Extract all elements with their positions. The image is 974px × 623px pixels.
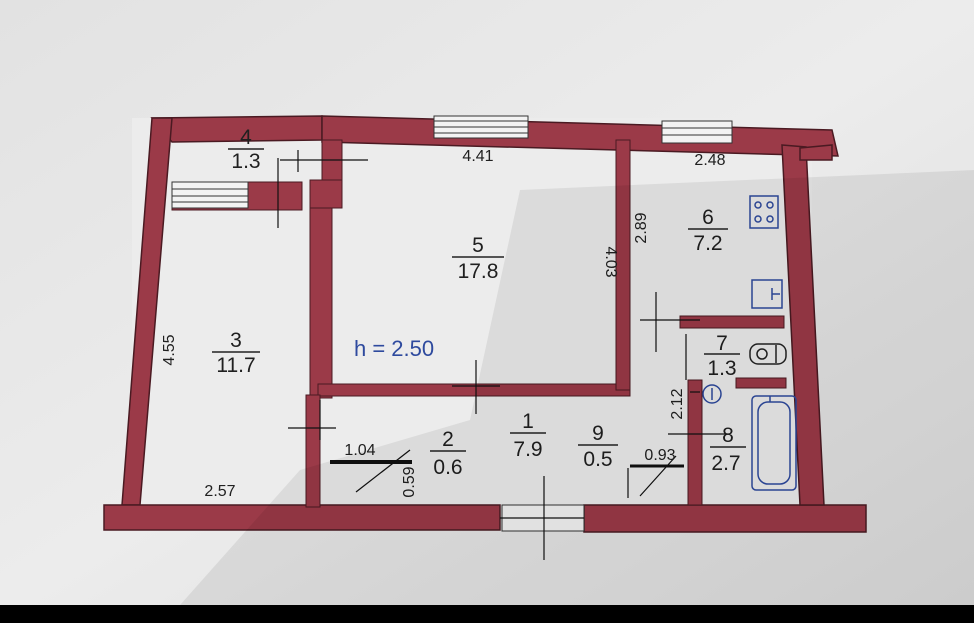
stove-icon — [749, 195, 779, 229]
room-number: 7 — [716, 332, 728, 355]
room-number: 6 — [702, 206, 714, 229]
floor-plan-photo: 1 7.9 2 0.6 3 11.7 4 1.3 5 17.8 6 7.2 7 … — [0, 0, 974, 605]
toilet-icon — [749, 343, 787, 365]
room-number: 2 — [442, 428, 454, 451]
room-label-4: 4 1.3 — [228, 126, 264, 173]
sink-icon — [751, 279, 783, 309]
room-area: 1.3 — [707, 357, 736, 380]
bottom-black-bar — [0, 605, 974, 623]
dimension-label: 0.59 — [401, 466, 418, 497]
room-label-1: 1 7.9 — [510, 410, 546, 461]
room-label-5: 5 17.8 — [452, 234, 504, 283]
dimension-label: 4.41 — [462, 148, 493, 165]
bathtub-icon — [751, 395, 797, 491]
room-area: 0.6 — [433, 456, 462, 479]
room-number: 4 — [240, 126, 252, 149]
room-label-7: 7 1.3 — [704, 332, 740, 380]
room-number: 8 — [722, 424, 734, 447]
dimension-label: 1.04 — [344, 442, 375, 459]
room-number: 9 — [592, 422, 604, 445]
dimension-label: 2.89 — [633, 212, 650, 243]
room-label-9: 9 0.5 — [578, 422, 618, 471]
room-number: 1 — [522, 410, 534, 433]
dimension-label: 2.12 — [669, 388, 686, 419]
dimension-labels: 4.41 2.48 4.03 2.89 4.55 2.57 1.04 0.59 … — [161, 148, 726, 500]
dimension-label: 0.93 — [644, 447, 675, 464]
washbasin-icon — [702, 384, 722, 404]
door-marks — [277, 150, 730, 560]
room-area: 11.7 — [216, 354, 255, 377]
dimension-label: 2.57 — [204, 483, 235, 500]
room-label-2: 2 0.6 — [430, 428, 466, 479]
room-number: 5 — [472, 234, 484, 257]
room-area: 7.9 — [513, 438, 542, 461]
dimension-label: 4.03 — [602, 246, 619, 277]
dimension-label: 2.48 — [694, 152, 725, 169]
room-area: 7.2 — [693, 232, 722, 255]
room-label-8: 8 2.7 — [710, 424, 746, 475]
room-area: 0.5 — [583, 448, 612, 471]
room-number: 3 — [230, 329, 242, 352]
outer-walls — [103, 115, 867, 533]
dimension-label: 4.55 — [161, 334, 178, 365]
room-area: 17.8 — [458, 260, 499, 283]
room-area: 2.7 — [711, 452, 740, 475]
room-label-3: 3 11.7 — [212, 329, 260, 377]
photo-shadow — [180, 170, 974, 605]
room-label-6: 6 7.2 — [688, 206, 728, 255]
ceiling-height-label: h = 2.50 — [354, 336, 434, 361]
room-area: 1.3 — [231, 150, 260, 173]
